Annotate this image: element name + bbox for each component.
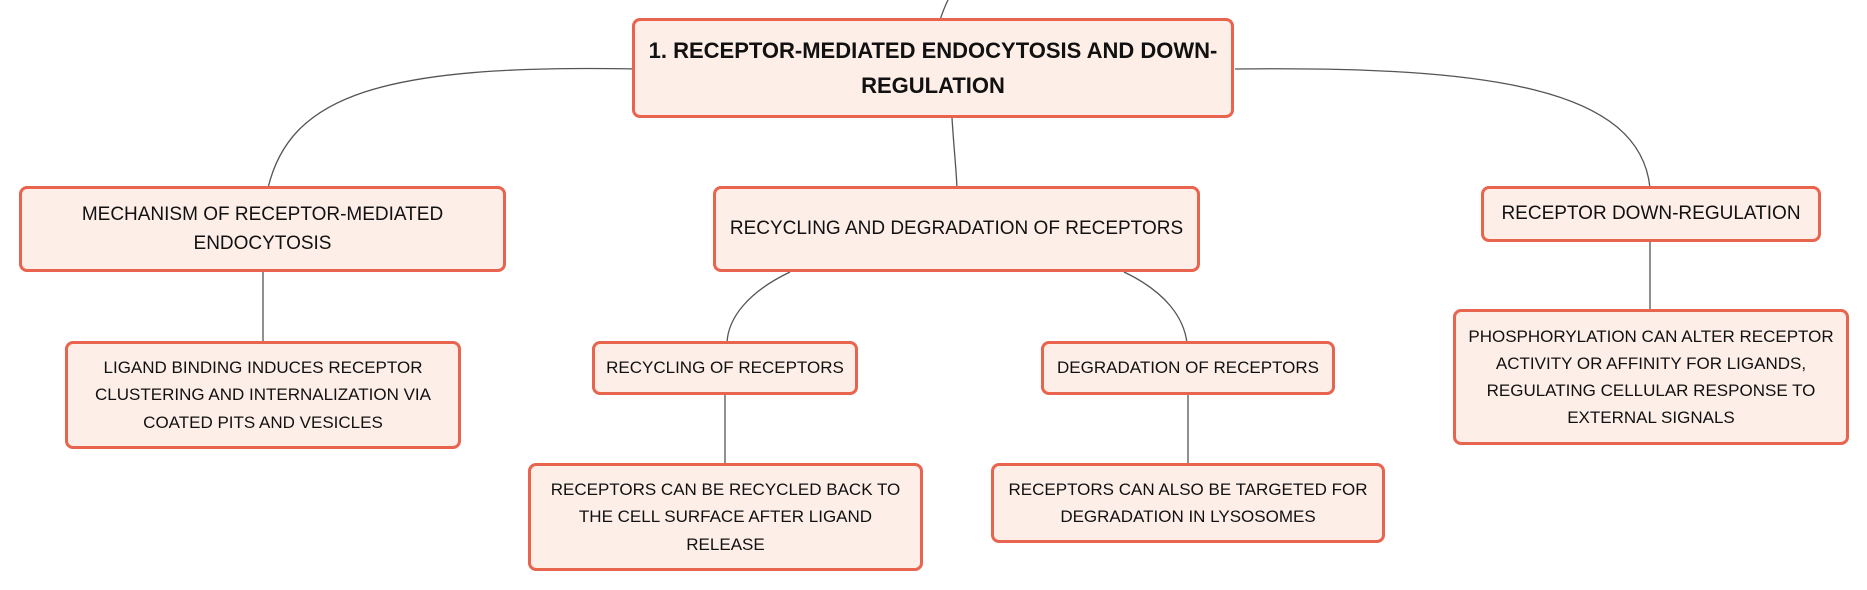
connector-root-to-mechanism [267, 67, 637, 189]
recycling-detail-label: RECEPTORS CAN BE RECYCLED BACK TO THE CE… [550, 480, 901, 554]
down-regulation-detail-node[interactable]: PHOSPHORYLATION CAN ALTER RECEPTOR ACTIV… [1453, 309, 1849, 445]
mechanism-node[interactable]: MECHANISM OF RECEPTOR-MEDIATED ENDOCYTOS… [19, 186, 506, 272]
root-node-label: 1. RECEPTOR-MEDIATED ENDOCYTOSIS AND DOW… [648, 37, 1218, 98]
connector-root-to-down-regulation [1234, 68, 1651, 189]
mechanism-detail-label: LIGAND BINDING INDUCES RECEPTOR CLUSTERI… [95, 358, 431, 432]
degradation-node-label: DEGRADATION OF RECEPTORS [1057, 358, 1319, 378]
mechanism-detail-node[interactable]: LIGAND BINDING INDUCES RECEPTOR CLUSTERI… [65, 341, 461, 449]
recycling-detail-node[interactable]: RECEPTORS CAN BE RECYCLED BACK TO THE CE… [528, 463, 923, 571]
recycling-degradation-node[interactable]: RECYCLING AND DEGRADATION OF RECEPTORS [713, 186, 1200, 272]
connector-root-to-recycling-degradation [951, 117, 958, 189]
down-regulation-node-label: RECEPTOR DOWN-REGULATION [1501, 203, 1801, 225]
mechanism-node-label: MECHANISM OF RECEPTOR-MEDIATED ENDOCYTOS… [81, 203, 444, 254]
recycling-node[interactable]: RECYCLING OF RECEPTORS [592, 341, 858, 395]
connector-recdeg-to-degradation [1123, 271, 1188, 344]
degradation-detail-node[interactable]: RECEPTORS CAN ALSO BE TARGETED FOR DEGRA… [991, 463, 1385, 543]
degradation-node[interactable]: DEGRADATION OF RECEPTORS [1041, 341, 1335, 395]
recycling-degradation-node-label: RECYCLING AND DEGRADATION OF RECEPTORS [729, 218, 1184, 240]
recycling-node-label: RECYCLING OF RECEPTORS [606, 358, 844, 378]
down-regulation-node[interactable]: RECEPTOR DOWN-REGULATION [1481, 186, 1821, 242]
degradation-detail-label: RECEPTORS CAN ALSO BE TARGETED FOR DEGRA… [1008, 479, 1368, 526]
root-node[interactable]: 1. RECEPTOR-MEDIATED ENDOCYTOSIS AND DOW… [632, 18, 1234, 118]
down-regulation-detail-label: PHOSPHORYLATION CAN ALTER RECEPTOR ACTIV… [1468, 326, 1834, 428]
connector-recdeg-to-recycling [726, 271, 791, 344]
connector-parent-to-root [939, 0, 949, 21]
